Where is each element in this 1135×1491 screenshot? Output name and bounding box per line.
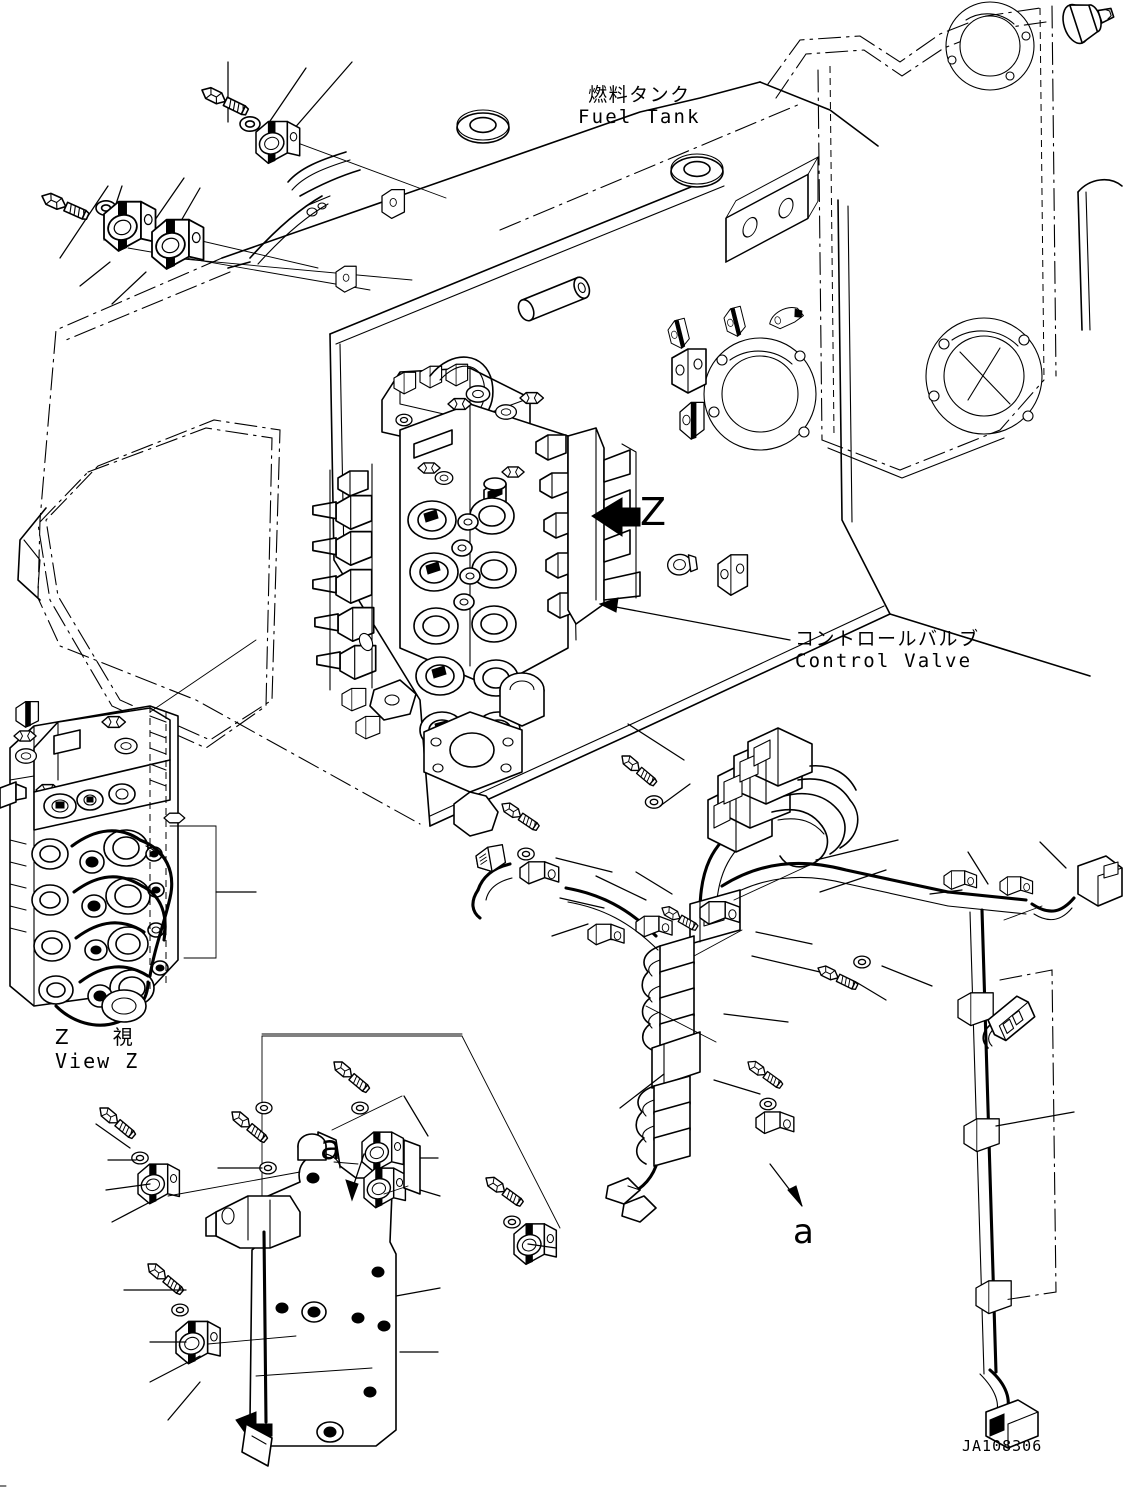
control-valve-label-jp: コントロールバルブ bbox=[795, 628, 980, 650]
bracket-plate-detail bbox=[95, 1035, 561, 1467]
control-valve-label-en: Control Valve bbox=[795, 650, 973, 673]
view-z-arrow-label: Z bbox=[640, 490, 667, 534]
control-valve-assembly bbox=[312, 356, 641, 837]
upper-left-clamp-group bbox=[38, 61, 447, 305]
view-z-detail bbox=[0, 639, 257, 1027]
control-valve-label: コントロールバルブ Control Valve bbox=[795, 628, 980, 673]
control-valve-leader bbox=[598, 597, 1091, 677]
view-z-label-en: View Z bbox=[55, 1048, 140, 1073]
vertical-harness bbox=[929, 841, 1123, 1449]
corrugated-conduit bbox=[605, 889, 741, 1223]
valve-spool-stack-left bbox=[312, 463, 377, 691]
section-a-label-top: a bbox=[320, 1128, 341, 1168]
view-z-label-jp: Z 視 bbox=[55, 1025, 145, 1049]
view-z-label: Z 視 View Z bbox=[55, 1025, 145, 1073]
connector-bank bbox=[707, 727, 859, 868]
drawing-number: JA108306 bbox=[962, 1437, 1043, 1455]
section-a-label-bottom: a bbox=[793, 1212, 814, 1252]
wiring-harness-main bbox=[471, 723, 950, 1223]
fuel-tank-label: 燃料タンク Fuel Tank bbox=[578, 84, 701, 129]
fuel-tank bbox=[456, 1, 1123, 597]
fuel-tank-label-jp: 燃料タンク bbox=[588, 84, 691, 106]
view-z-arrow bbox=[591, 497, 641, 537]
fuel-tank-label-en: Fuel Tank bbox=[578, 106, 701, 129]
